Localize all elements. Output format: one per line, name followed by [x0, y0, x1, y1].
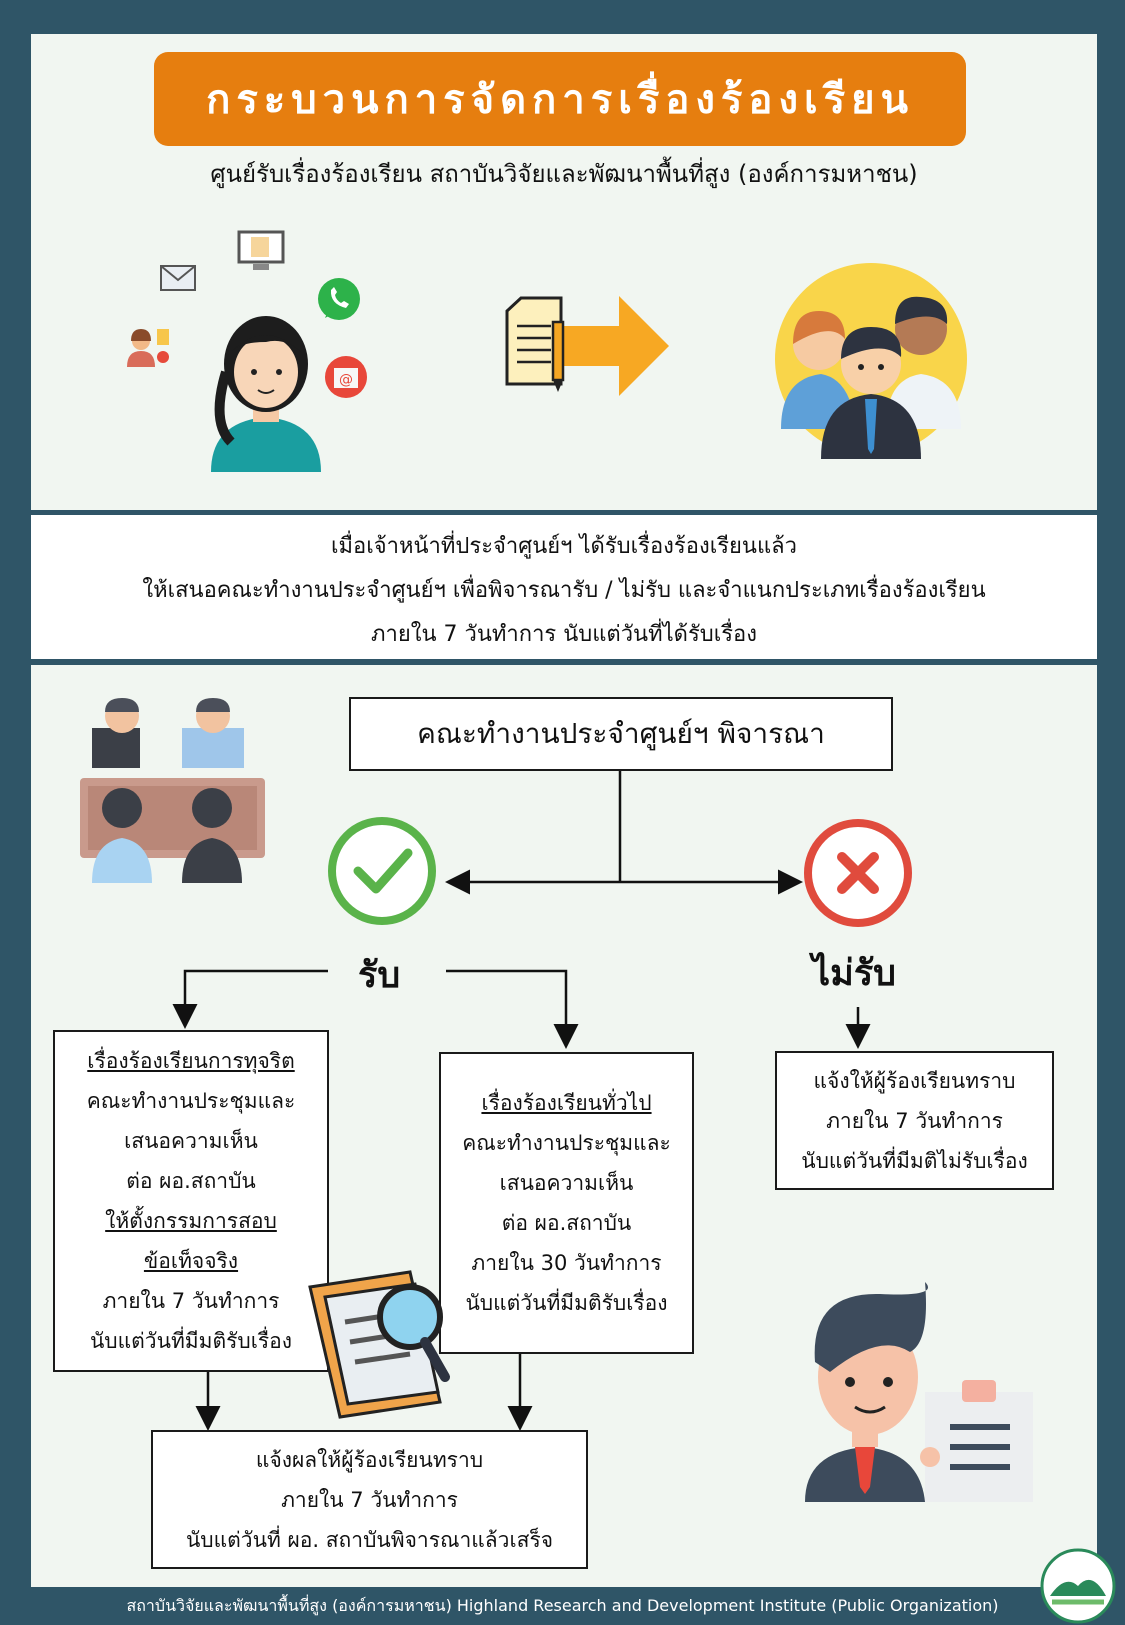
corruption-line: คณะทำงานประชุมและ	[86, 1089, 296, 1113]
reject-notify-line: แจ้งให้ผู้ร้องเรียนทราบ	[813, 1068, 1016, 1093]
reject-notify-box: แจ้งให้ผู้ร้องเรียนทราบ ภายใน 7 วันทำการ…	[775, 1051, 1054, 1190]
general-line: นับแต่วันที่มีมติรับเรื่อง	[465, 1291, 668, 1315]
consider-label: คณะทำงานประจำศูนย์ฯ พิจารณา	[417, 717, 825, 750]
result-notify-line: นับแต่วันที่ ผอ. สถาบันพิจารณาแล้วเสร็จ	[185, 1527, 554, 1552]
footer-text: สถาบันวิจัยและพัฒนาพื้นที่สูง (องค์การมห…	[126, 1596, 999, 1615]
general-complaint-box: เรื่องร้องเรียนทั่วไป คณะทำงานประชุมและ …	[439, 1052, 694, 1354]
general-line: ต่อ ผอ.สถาบัน	[501, 1211, 632, 1235]
svg-text:@: @	[339, 372, 353, 388]
corruption-title: เรื่องร้องเรียนการทุจริต	[87, 1049, 295, 1073]
email-at-icon: @	[325, 356, 367, 398]
officer-presenting-icon	[805, 1282, 1033, 1502]
corruption-line: ให้ตั้งกรรมการสอบ	[105, 1209, 277, 1233]
officials-group-icon	[775, 263, 967, 459]
intro-line-3: ภายใน 7 วันทำการ นับแต่วันที่ได้รับเรื่อ…	[370, 622, 758, 647]
reject-notify-line: นับแต่วันที่มีมติไม่รับเรื่อง	[801, 1148, 1028, 1173]
corruption-line: นับแต่วันที่มีมติรับเรื่อง	[89, 1329, 293, 1353]
reject-label: ไม่รับ	[812, 953, 897, 994]
result-notify-line: แจ้งผลให้ผู้ร้องเรียนทราบ	[255, 1447, 484, 1472]
phone-icon	[318, 278, 360, 320]
email-envelope-icon	[160, 265, 196, 291]
intro-panel: เมื่อเจ้าหน้าที่ประจำศูนย์ฯ ได้รับเรื่อง…	[31, 515, 1097, 659]
document-transfer-arrow-icon	[505, 296, 669, 396]
general-line: คณะทำงานประชุมและ	[462, 1131, 671, 1155]
complainant-icon	[211, 316, 321, 472]
corruption-line: ต่อ ผอ.สถาบัน	[126, 1169, 256, 1193]
general-line: เสนอความเห็น	[499, 1171, 634, 1195]
corruption-complaint-box: เรื่องร้องเรียนการทุจริต คณะทำงานประชุมแ…	[53, 1030, 329, 1372]
header-panel: กระบวนการจัดการเรื่องร้องเรียน ศูนย์รับเ…	[31, 34, 1097, 510]
corruption-line: ข้อเท็จจริง	[143, 1249, 239, 1273]
committee-meeting-icon	[80, 698, 265, 883]
accept-check-icon	[328, 817, 436, 925]
corruption-line: เสนอความเห็น	[124, 1129, 258, 1153]
institute-logo-icon	[1040, 1548, 1116, 1624]
page-title: กระบวนการจัดการเรื่องร้องเรียน	[154, 52, 966, 146]
investigation-document-icon	[308, 1270, 450, 1419]
general-line: ภายใน 30 วันทำการ	[471, 1251, 662, 1275]
result-notify-box: แจ้งผลให้ผู้ร้องเรียนทราบ ภายใน 7 วันทำก…	[151, 1430, 588, 1569]
monitor-icon	[237, 230, 285, 270]
intro-text: เมื่อเจ้าหน้าที่ประจำศูนย์ฯ ได้รับเรื่อง…	[31, 525, 1097, 657]
intro-line-2: ให้เสนอคณะทำงานประจำศูนย์ฯ เพื่อพิจารณาร…	[142, 578, 986, 603]
intro-line-1: เมื่อเจ้าหน้าที่ประจำศูนย์ฯ ได้รับเรื่อง…	[331, 534, 797, 559]
reject-notify-line: ภายใน 7 วันทำการ	[826, 1108, 1003, 1133]
accept-label: รับ	[358, 955, 401, 996]
corruption-line: ภายใน 7 วันทำการ	[102, 1289, 280, 1313]
support-agent-icon	[127, 329, 169, 367]
consider-box: คณะทำงานประจำศูนย์ฯ พิจารณา	[349, 697, 893, 771]
result-notify-line: ภายใน 7 วันทำการ	[281, 1487, 458, 1512]
general-title: เรื่องร้องเรียนทั่วไป	[481, 1091, 652, 1115]
reject-x-icon	[804, 819, 912, 927]
page-subtitle: ศูนย์รับเรื่องร้องเรียน สถาบันวิจัยและพั…	[210, 160, 918, 188]
